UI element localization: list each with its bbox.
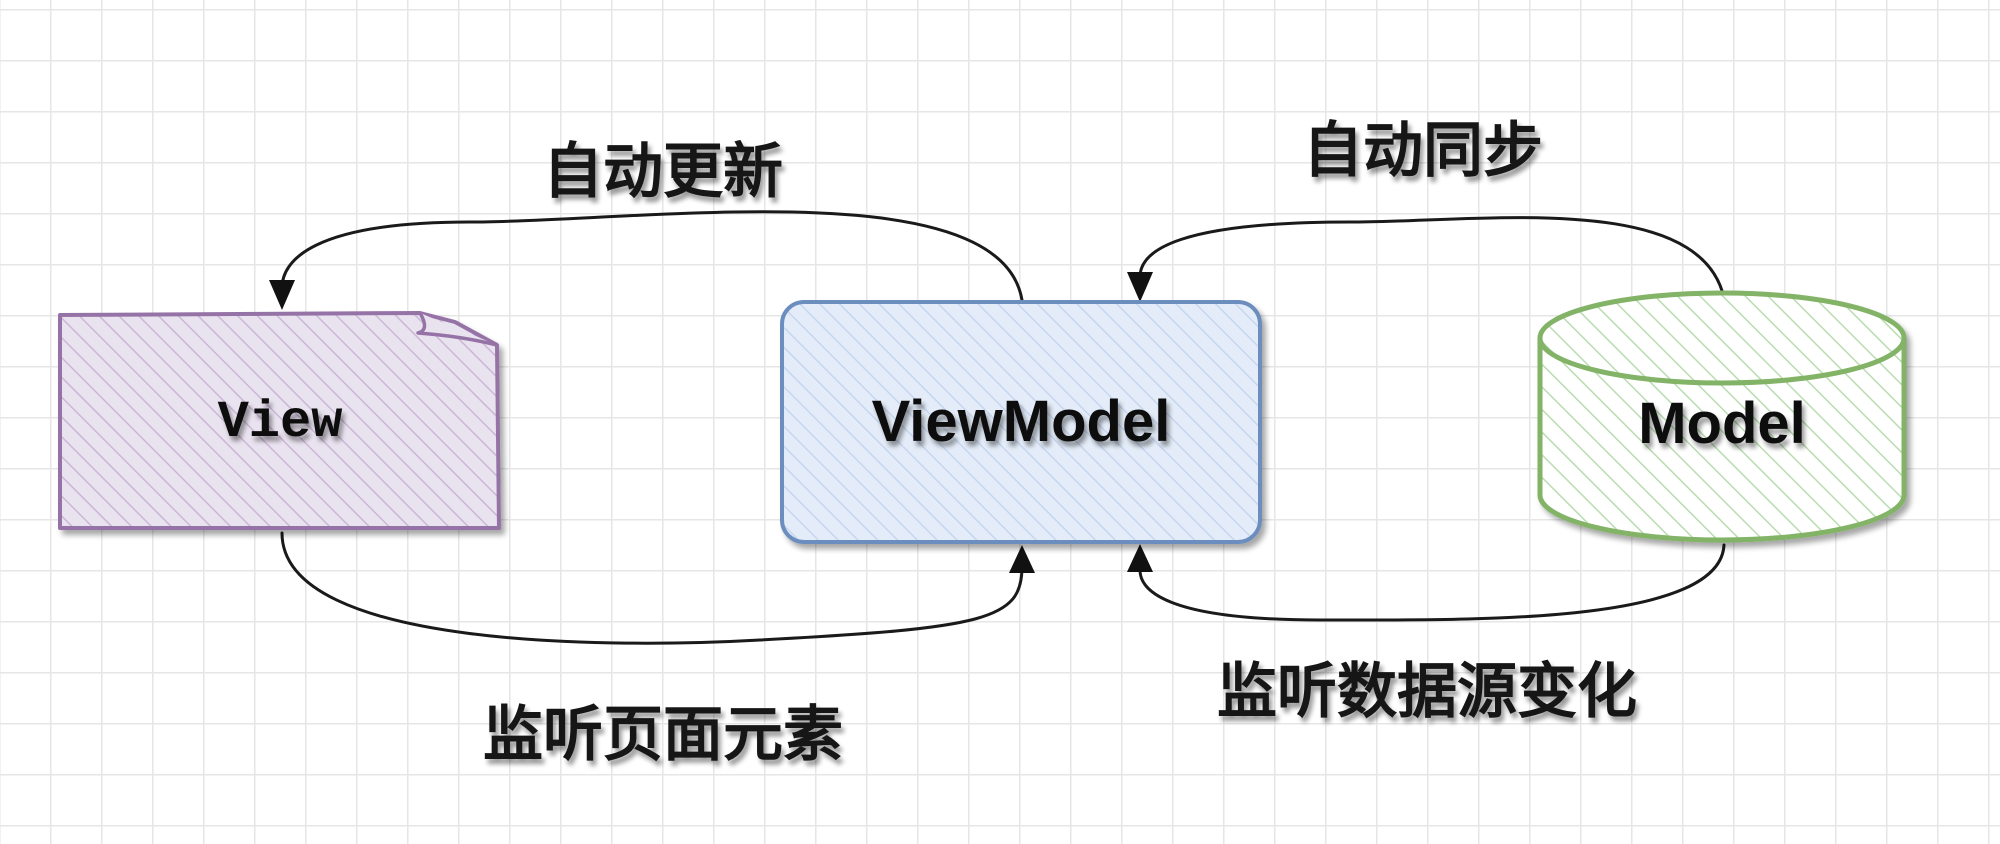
node-viewmodel[interactable] (780, 300, 1262, 544)
node-viewmodel-label: ViewModel (872, 389, 1171, 454)
node-model-body (1537, 338, 1907, 543)
node-view-fold (416, 312, 498, 347)
node-model-top (1537, 290, 1907, 386)
edge-label-auto-update: 自动更新 (543, 137, 783, 207)
node-view-label: View (218, 393, 343, 452)
node-view[interactable] (58, 311, 501, 530)
node-viewmodel-shape (780, 300, 1262, 544)
edge-label-listen-datasource: 监听数据源变化 (1217, 657, 1637, 727)
edge-listen-datasource-line (1138, 543, 1726, 622)
node-model[interactable] (1537, 290, 1907, 543)
edge-auto-sync (1127, 216, 1726, 302)
node-model-label: Model (1638, 391, 1806, 456)
edge-auto-update (269, 210, 1024, 310)
edge-listen-datasource-arrowhead (1127, 544, 1153, 572)
edge-label-listen-page-elements: 监听页面元素 (483, 700, 843, 770)
edge-listen-page-elements-arrowhead (1009, 545, 1035, 573)
edge-auto-sync-line (1138, 216, 1726, 300)
edge-auto-sync-arrowhead (1127, 272, 1153, 302)
edge-listen-page-elements (280, 531, 1035, 645)
edge-listen-datasource (1127, 543, 1726, 622)
edge-label-auto-sync: 自动同步 (1303, 116, 1543, 186)
edge-auto-update-line (280, 210, 1024, 302)
edge-listen-page-elements-line (280, 531, 1024, 645)
edge-auto-update-arrowhead (269, 280, 295, 310)
